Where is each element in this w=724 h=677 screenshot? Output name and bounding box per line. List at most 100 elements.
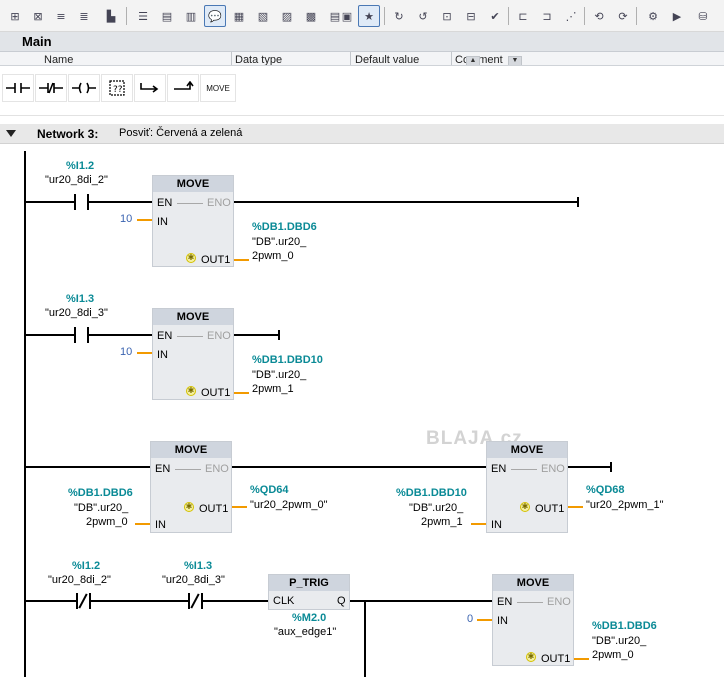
online-icon[interactable]: ⟳ xyxy=(618,9,628,23)
pin-in: IN xyxy=(157,216,168,228)
contact-tag[interactable]: "ur20_8di_3" xyxy=(162,574,225,586)
contact-tag[interactable]: "ur20_8di_3" xyxy=(45,307,108,319)
out-tag-line2[interactable]: 2pwm_0 xyxy=(252,250,294,262)
in-address[interactable]: %DB1.DBD10 xyxy=(396,487,467,499)
power-rail xyxy=(24,151,26,677)
nc-contact-left-plate[interactable] xyxy=(188,593,190,609)
normally-open-contact-icon[interactable] xyxy=(2,74,34,102)
diagnostics-icon[interactable]: ⚙ xyxy=(648,9,658,23)
eno-wire xyxy=(234,201,579,203)
simulate-icon[interactable]: ⊐ xyxy=(542,9,552,23)
nc-contact-slash[interactable] xyxy=(190,593,200,609)
contact-address[interactable]: %I1.2 xyxy=(72,560,101,572)
move-block[interactable]: MOVE EN ENO IN ✱ OUT1 xyxy=(150,441,232,533)
contact-address[interactable]: %I1.2 xyxy=(66,160,95,172)
column-data-type[interactable]: Data type xyxy=(235,54,283,66)
monitor-all-icon[interactable]: ▶ xyxy=(672,9,682,23)
in-tag-line1[interactable]: "DB".ur20_ xyxy=(74,502,129,514)
out-address[interactable]: %QD64 xyxy=(250,484,289,496)
contact-tag[interactable]: "ur20_8di_2" xyxy=(45,174,108,186)
out-address[interactable]: %QD68 xyxy=(586,484,625,496)
favorites-icon[interactable]: ▤ xyxy=(161,9,173,23)
update-calls-icon[interactable]: ↺ xyxy=(418,9,428,23)
add-row-icon[interactable]: ≣ xyxy=(79,9,89,23)
in-tag-line2[interactable]: 2pwm_1 xyxy=(421,516,463,528)
move-box[interactable]: MOVE xyxy=(200,74,236,102)
compare-icon[interactable]: ✔ xyxy=(490,9,500,23)
out-address[interactable]: %DB1.DBD6 xyxy=(252,221,317,233)
contact-address[interactable]: %I1.3 xyxy=(66,293,95,305)
move-block[interactable]: MOVE EN ENO IN ✱ OUT1 xyxy=(152,175,234,267)
block-interface-header[interactable]: Main xyxy=(0,32,724,52)
out-tag[interactable]: "ur20_2pwm_1" xyxy=(586,499,664,511)
toggle-bookmark-icon[interactable]: ▣ xyxy=(341,9,353,23)
open-all-networks-icon[interactable]: ▦ xyxy=(233,9,245,23)
splitter-down-icon[interactable]: ▼ xyxy=(508,56,522,65)
pin-out1: OUT1 xyxy=(199,503,229,515)
show-all-icon[interactable]: ▤ xyxy=(329,9,341,23)
contact-left-plate[interactable] xyxy=(74,327,76,343)
move-block[interactable]: MOVE EN ENO IN ✱ OUT1 xyxy=(492,574,574,666)
contact-tag[interactable]: "ur20_8di_2" xyxy=(48,574,111,586)
in-address[interactable]: %DB1.DBD6 xyxy=(68,487,133,499)
out-tag-line2[interactable]: 2pwm_1 xyxy=(252,383,294,395)
p-trig-block[interactable]: P_TRIG CLK Q xyxy=(268,574,350,610)
in-constant[interactable]: 0 xyxy=(467,613,474,625)
splitter-up-icon[interactable]: ▲ xyxy=(466,56,480,65)
show-symbols-icon[interactable]: ▨ xyxy=(281,9,293,23)
block-title: Main xyxy=(22,34,52,49)
network-comments-icon[interactable]: 💬 xyxy=(204,5,226,27)
nc-contact-slash[interactable] xyxy=(78,593,88,609)
move-block[interactable]: MOVE EN ENO IN ✱ OUT1 xyxy=(486,441,568,533)
normally-closed-contact-icon[interactable] xyxy=(35,74,67,102)
contact-address[interactable]: %I1.3 xyxy=(184,560,213,572)
out-tag-line1[interactable]: "DB".ur20_ xyxy=(252,236,307,248)
interface-column-header: Name Data type Default value Comment ▲ ▼ xyxy=(0,52,724,66)
out-tag-line2[interactable]: 2pwm_0 xyxy=(592,649,634,661)
settings-icon[interactable]: ⛁ xyxy=(698,9,708,23)
out-wire xyxy=(232,506,247,508)
output-star-icon: ✱ xyxy=(186,253,196,263)
absolute-operands-icon[interactable]: ☰ xyxy=(138,9,148,23)
contact-left-plate[interactable] xyxy=(74,194,76,210)
reset-start-values-icon[interactable]: ▙ xyxy=(106,9,116,23)
column-default-value[interactable]: Default value xyxy=(355,54,420,66)
p-trig-address[interactable]: %M2.0 xyxy=(292,612,327,624)
go-to-previous-error-icon[interactable]: ★ xyxy=(358,5,380,27)
network-3-header[interactable]: Network 3: Posviť: Červená a zelená xyxy=(0,124,724,144)
out-address[interactable]: %DB1.DBD6 xyxy=(592,620,657,632)
coil-icon[interactable] xyxy=(68,74,100,102)
pin-out1: OUT1 xyxy=(201,387,231,399)
move-block[interactable]: MOVE EN ENO IN ✱ OUT1 xyxy=(152,308,234,400)
empty-box-icon[interactable]: ?? xyxy=(101,74,133,102)
cross-ref-icon[interactable]: ⊏ xyxy=(518,9,528,23)
in-constant[interactable]: 10 xyxy=(120,346,133,358)
compile-icon[interactable]: ⟲ xyxy=(594,9,604,23)
close-all-networks-icon[interactable]: ▧ xyxy=(257,9,269,23)
column-name[interactable]: Name xyxy=(44,54,74,66)
pin-q: Q xyxy=(337,595,346,607)
nc-contact-left-plate[interactable] xyxy=(76,593,78,609)
monitor-off-icon[interactable]: ⊟ xyxy=(466,9,476,23)
monitoring-icon[interactable]: ⊡ xyxy=(442,9,452,23)
insert-network-icon[interactable]: ⊞ xyxy=(10,9,20,23)
go-to-next-error-icon[interactable]: ↻ xyxy=(394,9,404,23)
close-branch-icon[interactable] xyxy=(167,74,199,102)
out-tag-line1[interactable]: "DB".ur20_ xyxy=(252,369,307,381)
p-trig-tag[interactable]: "aux_edge1" xyxy=(274,626,337,638)
network-comment[interactable]: Posviť: Červená a zelená xyxy=(119,127,243,139)
out-tag[interactable]: "ur20_2pwm_0" xyxy=(250,499,328,511)
collapse-triangle-icon[interactable] xyxy=(6,130,16,137)
delete-network-icon[interactable]: ⊠ xyxy=(33,9,43,23)
in-tag-line2[interactable]: 2pwm_0 xyxy=(86,516,128,528)
in-tag-line1[interactable]: "DB".ur20_ xyxy=(409,502,464,514)
show-addresses-icon[interactable]: ▩ xyxy=(305,9,317,23)
networks-collapse-icon[interactable]: ▥ xyxy=(185,9,197,23)
out-tag-line1[interactable]: "DB".ur20_ xyxy=(592,635,647,647)
open-branch-icon[interactable] xyxy=(134,74,166,102)
insert-row-icon[interactable]: ≡ xyxy=(56,9,66,23)
download-icon[interactable]: ⋰ xyxy=(565,9,577,23)
out-address[interactable]: %DB1.DBD10 xyxy=(252,354,323,366)
in-constant[interactable]: 10 xyxy=(120,213,133,225)
pin-clk: CLK xyxy=(273,595,295,607)
